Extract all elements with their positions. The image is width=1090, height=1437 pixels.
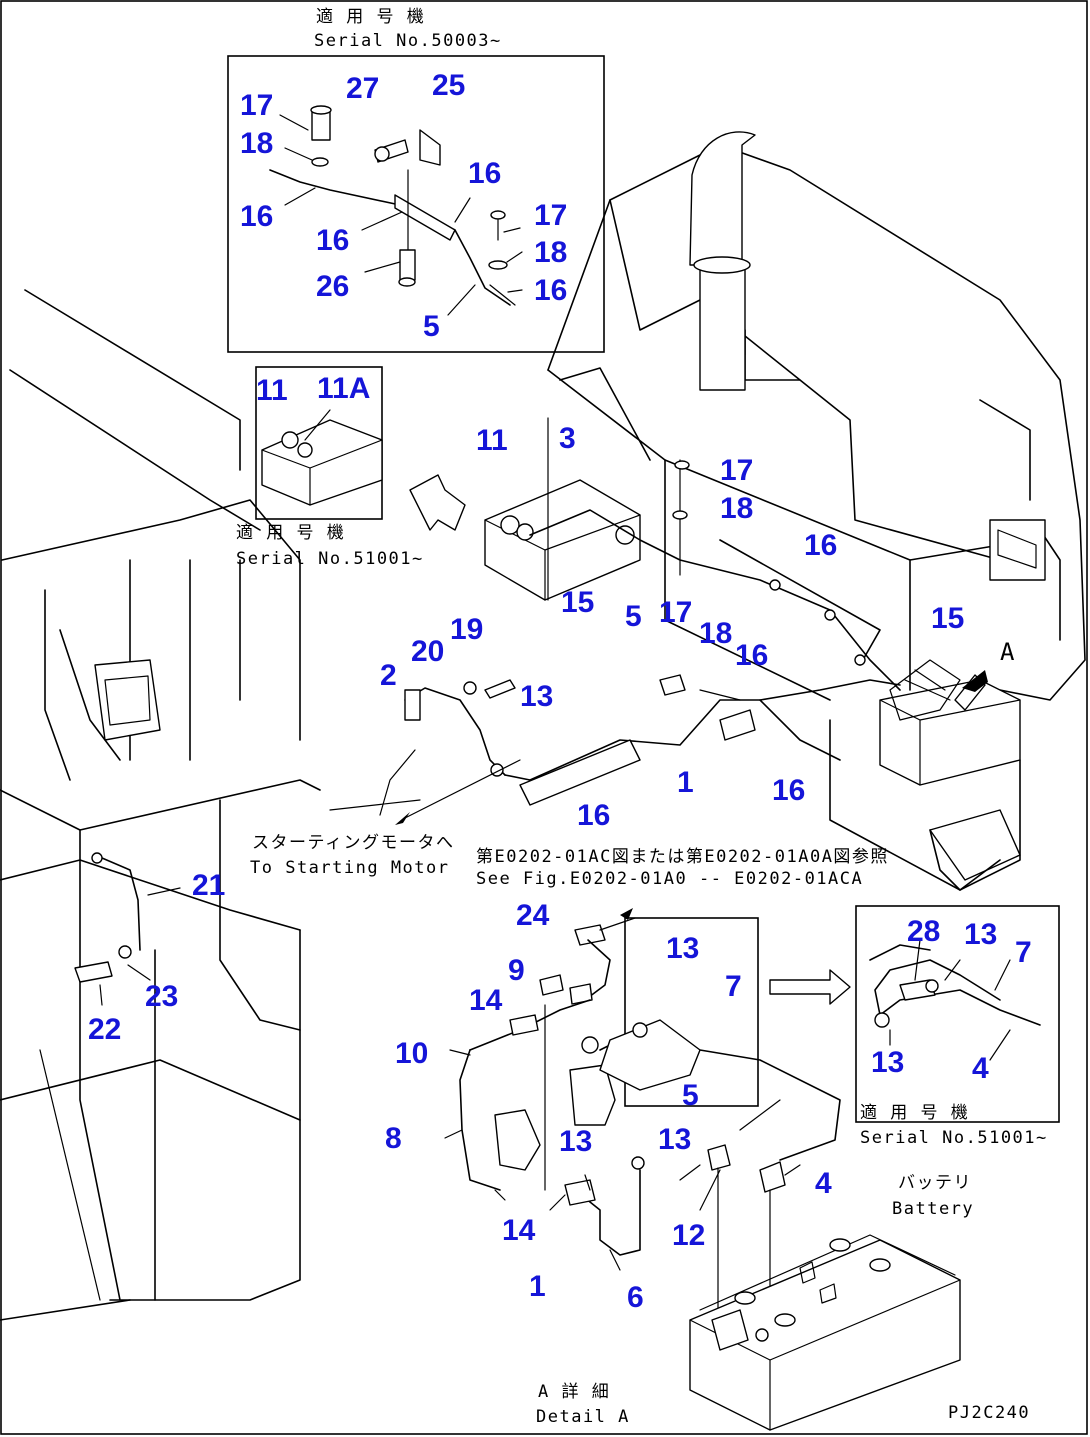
callout-2: 2 — [380, 659, 397, 692]
view-a-label: A — [1000, 638, 1016, 666]
battery-jp: バッテリ — [898, 1173, 972, 1193]
callout-4: 4 — [815, 1167, 832, 1200]
inset-serial-51001-right — [769, 905, 1060, 1123]
notes: 適 用 号 機 Serial No.50003~ 適 用 号 機 Serial … — [236, 7, 1048, 1427]
callout-14: 14 — [469, 984, 503, 1017]
callout-23: 23 — [145, 980, 178, 1013]
callout-18: 18 — [720, 492, 753, 525]
callout-12: 12 — [672, 1219, 705, 1252]
callout-5: 5 — [625, 600, 642, 633]
callouts: 17 27 25 18 16 16 16 17 18 26 16 5 11 11… — [88, 69, 1032, 1314]
serial-51001b-jp: 適 用 号 機 — [860, 1103, 969, 1123]
inset-serial-50003 — [227, 55, 605, 353]
callout-18: 18 — [240, 127, 273, 160]
serial-50003-en: Serial No.50003~ — [314, 31, 502, 51]
battery-bottom — [689, 1234, 961, 1431]
callout-17: 17 — [720, 454, 753, 487]
see-fig-en: See Fig.E0202-01A0 -- E0202-01ACA — [476, 869, 863, 889]
machine-body-outline — [547, 131, 1086, 891]
callout-8: 8 — [385, 1122, 402, 1155]
callout-16: 16 — [316, 224, 349, 257]
drawing-id: PJ2C240 — [948, 1403, 1030, 1423]
callout-16: 16 — [735, 639, 768, 672]
callout-18: 18 — [534, 236, 567, 269]
callout-14: 14 — [502, 1214, 536, 1247]
callout-6: 6 — [627, 1281, 644, 1314]
callout-17: 17 — [240, 89, 273, 122]
callout-13: 13 — [871, 1046, 904, 1079]
callout-13: 13 — [559, 1125, 592, 1158]
callout-16: 16 — [577, 799, 610, 832]
callout-15: 15 — [561, 586, 594, 619]
callout-11A: 11A — [317, 372, 370, 405]
callout-21: 21 — [192, 869, 225, 902]
callout-16: 16 — [772, 774, 805, 807]
callout-3: 3 — [559, 422, 576, 455]
callout-20: 20 — [411, 635, 444, 668]
main-battery-upper — [484, 417, 901, 691]
detail-a-jp: A 詳 細 — [538, 1382, 610, 1402]
serial-50003-jp: 適 用 号 機 — [316, 7, 425, 27]
callout-17: 17 — [659, 596, 692, 629]
battery-en: Battery — [892, 1199, 974, 1219]
inset-frame-51001-right — [855, 905, 1060, 1123]
callout-26: 26 — [316, 270, 349, 303]
callout-25: 25 — [432, 69, 465, 102]
inset-serial-51001 — [255, 366, 466, 531]
callout-1: 1 — [677, 766, 694, 799]
callout-16: 16 — [468, 157, 501, 190]
detail-a-en: Detail A — [536, 1407, 630, 1427]
cab-outline — [0, 289, 321, 1321]
callout-9: 9 — [508, 954, 525, 987]
main-battery-right — [879, 659, 1021, 786]
see-fig-jp: 第E0202-01AC図または第E0202-01A0A図参照 — [476, 847, 889, 867]
callout-13: 13 — [520, 680, 553, 713]
detail-a-assembly — [444, 908, 841, 1321]
callout-11: 11 — [256, 374, 288, 407]
callout-22: 22 — [88, 1013, 121, 1046]
callout-1: 1 — [529, 1270, 546, 1303]
callout-13: 13 — [658, 1123, 691, 1156]
starting-motor-en: To Starting Motor — [250, 858, 450, 878]
main-wiring-middle — [329, 674, 901, 825]
callout-15: 15 — [931, 602, 964, 635]
serial-51001b-en: Serial No.51001~ — [860, 1128, 1048, 1148]
serial-51001-en: Serial No.51001~ — [236, 549, 424, 569]
callout-5: 5 — [423, 310, 440, 343]
callout-28: 28 — [907, 915, 940, 948]
callout-7: 7 — [1015, 936, 1032, 969]
callout-18: 18 — [699, 617, 732, 650]
callout-16: 16 — [804, 529, 837, 562]
callout-10: 10 — [395, 1037, 428, 1070]
starting-motor-jp: スターティングモータへ — [252, 833, 454, 853]
callout-27: 27 — [346, 72, 379, 105]
callout-13: 13 — [964, 918, 997, 951]
callout-5: 5 — [682, 1079, 699, 1112]
callout-24: 24 — [516, 899, 550, 932]
callout-19: 19 — [450, 613, 483, 646]
callout-7: 7 — [725, 970, 742, 1003]
callout-4: 4 — [972, 1052, 989, 1085]
callout-11: 11 — [476, 424, 508, 457]
wire-21 — [74, 852, 181, 1006]
callout-17: 17 — [534, 199, 567, 232]
serial-51001-jp: 適 用 号 機 — [236, 523, 345, 543]
inset-frame-50003 — [227, 55, 605, 353]
callout-13: 13 — [666, 932, 699, 965]
callout-16: 16 — [240, 200, 273, 233]
detail-a-box — [624, 917, 759, 1107]
callout-16: 16 — [534, 274, 567, 307]
